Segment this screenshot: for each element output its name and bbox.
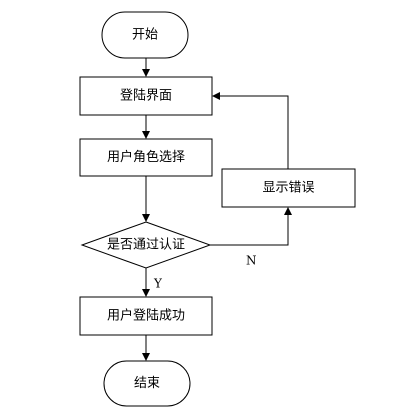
node-choose-role: 用户角色选择: [79, 138, 213, 177]
show-error-box: [221, 168, 356, 208]
choose-role-label: 用户角色选择: [107, 149, 185, 165]
login-screen-box: [79, 76, 213, 116]
login-screen-label: 登陆界面: [120, 88, 172, 104]
node-login-success: 用户登陆成功: [79, 296, 213, 336]
edge-auth-to-error: [210, 207, 292, 246]
node-show-error: 显示错误: [221, 168, 356, 208]
auth-check-label: 是否通过认证: [107, 238, 185, 253]
edge-label-no: N: [246, 254, 257, 268]
node-start: 开始: [101, 11, 189, 59]
login-success-label: 用户登陆成功: [107, 308, 185, 324]
end-label: 结束: [134, 376, 160, 391]
choose-role-box: [79, 138, 213, 177]
start-label: 开始: [132, 28, 158, 43]
end-terminal-shape: [103, 360, 191, 407]
node-end: 结束: [103, 360, 191, 407]
edge-error-to-login: [212, 92, 289, 169]
node-login-screen: 登陆界面: [79, 76, 213, 116]
start-terminal-shape: [101, 11, 189, 59]
show-error-label: 显示错误: [262, 181, 314, 196]
node-auth-check: 是否通过认证: [80, 221, 212, 269]
edge-label-yes: Y: [153, 277, 163, 291]
